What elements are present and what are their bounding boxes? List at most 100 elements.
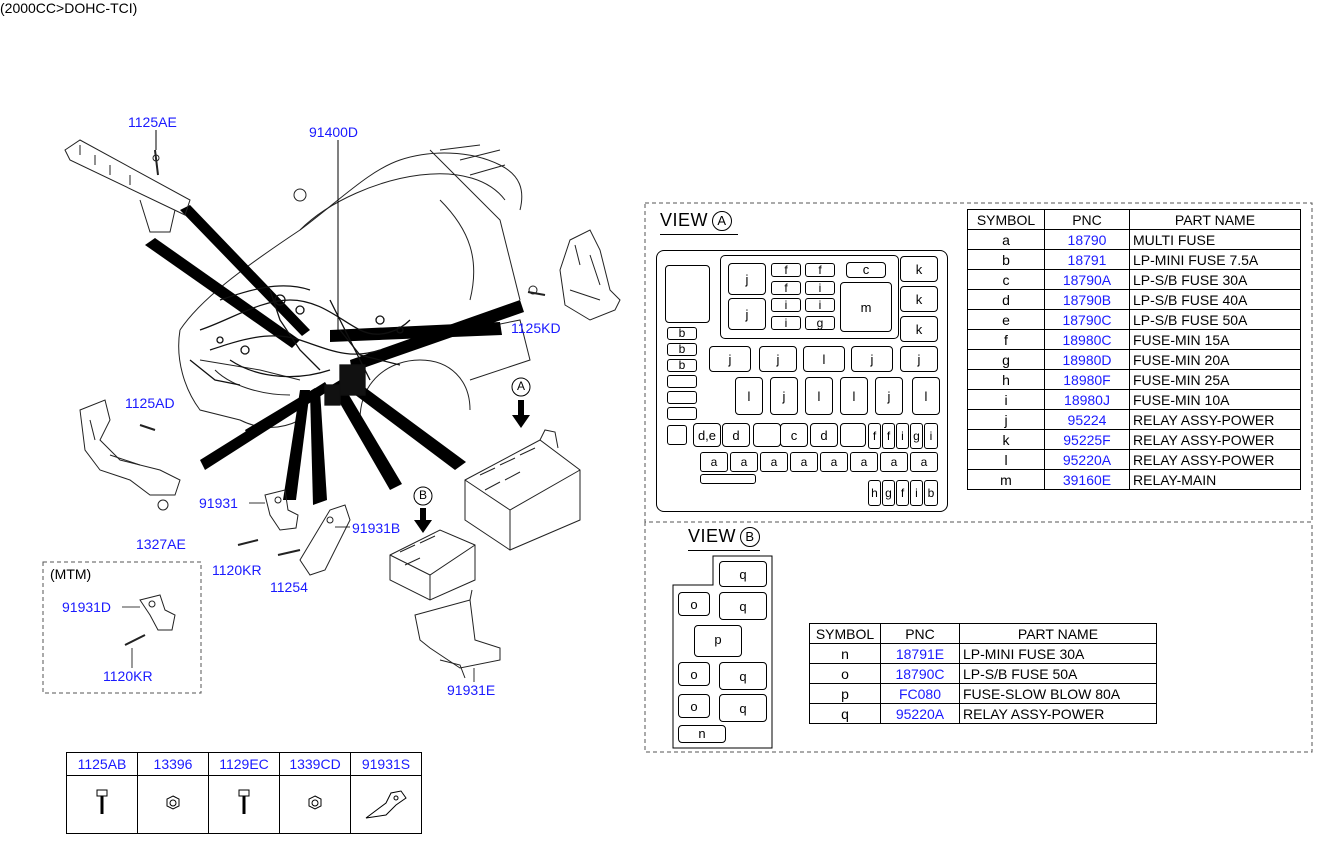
- row-pnc-link[interactable]: 18980C: [1044, 329, 1130, 350]
- fuse-slot: i: [805, 281, 835, 295]
- part-callout[interactable]: 91931: [199, 495, 238, 511]
- view-b-frame: [644, 522, 1313, 753]
- fastener-code[interactable]: 91931S: [350, 752, 422, 776]
- fuse-slot: b: [924, 480, 938, 506]
- part-callout[interactable]: 91931D: [62, 599, 112, 615]
- fuse-slot: i: [910, 480, 923, 506]
- view-b-title-text: VIEW: [688, 526, 737, 546]
- fuse-box-a-art: [464, 429, 581, 551]
- fuse-box-a-inner: [720, 255, 899, 339]
- part-callout[interactable]: 1125AD: [125, 395, 175, 411]
- row-pnc-link[interactable]: 95220A: [1044, 449, 1130, 470]
- fastener-code[interactable]: 13396: [137, 752, 209, 776]
- row-pnc-link[interactable]: 18790A: [1044, 269, 1130, 290]
- fastener-code[interactable]: 1339CD: [279, 752, 351, 776]
- row-part-name: LP-S/B FUSE 50A: [1129, 309, 1301, 330]
- fuse-slot: l: [735, 377, 763, 415]
- fuse-slot: h: [868, 480, 881, 506]
- row-part-name: RELAY-MAIN: [1129, 469, 1301, 490]
- fuse-slot: q: [719, 561, 767, 587]
- fuse-slot: d,e: [693, 423, 721, 447]
- row-part-name: FUSE-MIN 15A: [1129, 329, 1301, 350]
- part-callout[interactable]: 91931B: [352, 520, 401, 536]
- row-part-name: RELAY ASSY-POWER: [959, 703, 1157, 724]
- fuse-slot: m: [840, 282, 892, 332]
- fuse-slot: b: [667, 327, 697, 340]
- fuse-slot: b: [667, 359, 697, 372]
- fuse-slot: [753, 423, 781, 447]
- fuse-slot: l: [805, 377, 833, 415]
- part-callout[interactable]: 91931E: [447, 682, 496, 698]
- fuse-slot: q: [719, 662, 767, 690]
- fuse-slot: a: [850, 452, 878, 472]
- bracket-1125kd: [527, 229, 621, 321]
- view-b-marker: B: [740, 527, 761, 548]
- fuse-slot: j: [728, 263, 766, 295]
- mtm-bracket: [124, 594, 176, 646]
- view-a-underline: [660, 234, 738, 235]
- fuse-box-a-layout: [656, 250, 948, 512]
- row-symbol: n: [809, 643, 881, 664]
- fuse-slot: d: [722, 423, 750, 447]
- row-pnc-link[interactable]: 18980D: [1044, 349, 1130, 370]
- part-callout[interactable]: 1120KR: [212, 562, 262, 578]
- fastener-code[interactable]: 1129EC: [208, 752, 280, 776]
- col-header: SYMBOL: [967, 209, 1045, 230]
- nut-icon: [279, 775, 351, 834]
- bracket-1125ad: [79, 399, 181, 511]
- fuse-slot: i: [805, 298, 835, 312]
- fuse-slot: k: [900, 316, 938, 342]
- fuse-slot: i: [924, 423, 938, 449]
- wiring-harness: [189, 285, 411, 406]
- fuse-slot: f: [896, 480, 909, 506]
- row-pnc-link[interactable]: 95220A: [880, 703, 960, 724]
- part-callout[interactable]: 1120KR: [103, 668, 153, 684]
- col-header: SYMBOL: [809, 623, 881, 644]
- fuse-slot: j: [900, 346, 938, 372]
- row-part-name: FUSE-MIN 10A: [1129, 389, 1301, 410]
- row-pnc-link[interactable]: 95224: [1044, 409, 1130, 430]
- row-pnc-link[interactable]: 18791E: [880, 643, 960, 664]
- fastener-code[interactable]: 1125AB: [66, 752, 138, 776]
- part-callout[interactable]: 91400D: [309, 124, 359, 140]
- diagram-header: (2000CC>DOHC-TCI): [0, 0, 138, 16]
- fuse-slot: [840, 423, 866, 447]
- row-pnc-link[interactable]: 18790C: [880, 663, 960, 684]
- part-callout[interactable]: 1125KD: [511, 320, 561, 336]
- fuse-slot: i: [771, 316, 801, 330]
- view-marker-a: A: [517, 379, 526, 393]
- fuse-slot: l: [912, 377, 940, 415]
- nut-icon: [137, 775, 209, 834]
- col-header: PART NAME: [959, 623, 1157, 644]
- view-a-frame: [644, 202, 1313, 523]
- harness-leaders: [145, 205, 524, 505]
- row-pnc-link[interactable]: 39160E: [1044, 469, 1130, 490]
- fuse-slot: o: [678, 694, 710, 718]
- part-callout[interactable]: 1125AE: [128, 114, 177, 130]
- part-callout[interactable]: 1327AE: [136, 536, 186, 552]
- row-pnc-link[interactable]: 18790: [1044, 229, 1130, 250]
- view-a-marker: A: [712, 211, 733, 232]
- part-callout[interactable]: 11254: [270, 579, 308, 595]
- row-pnc-link[interactable]: 18980F: [1044, 369, 1130, 390]
- row-pnc-link[interactable]: FC080: [880, 683, 960, 704]
- fuse-slot: a: [910, 452, 938, 472]
- fuse-slot: i: [896, 423, 909, 449]
- fuse-slot: c: [846, 262, 886, 278]
